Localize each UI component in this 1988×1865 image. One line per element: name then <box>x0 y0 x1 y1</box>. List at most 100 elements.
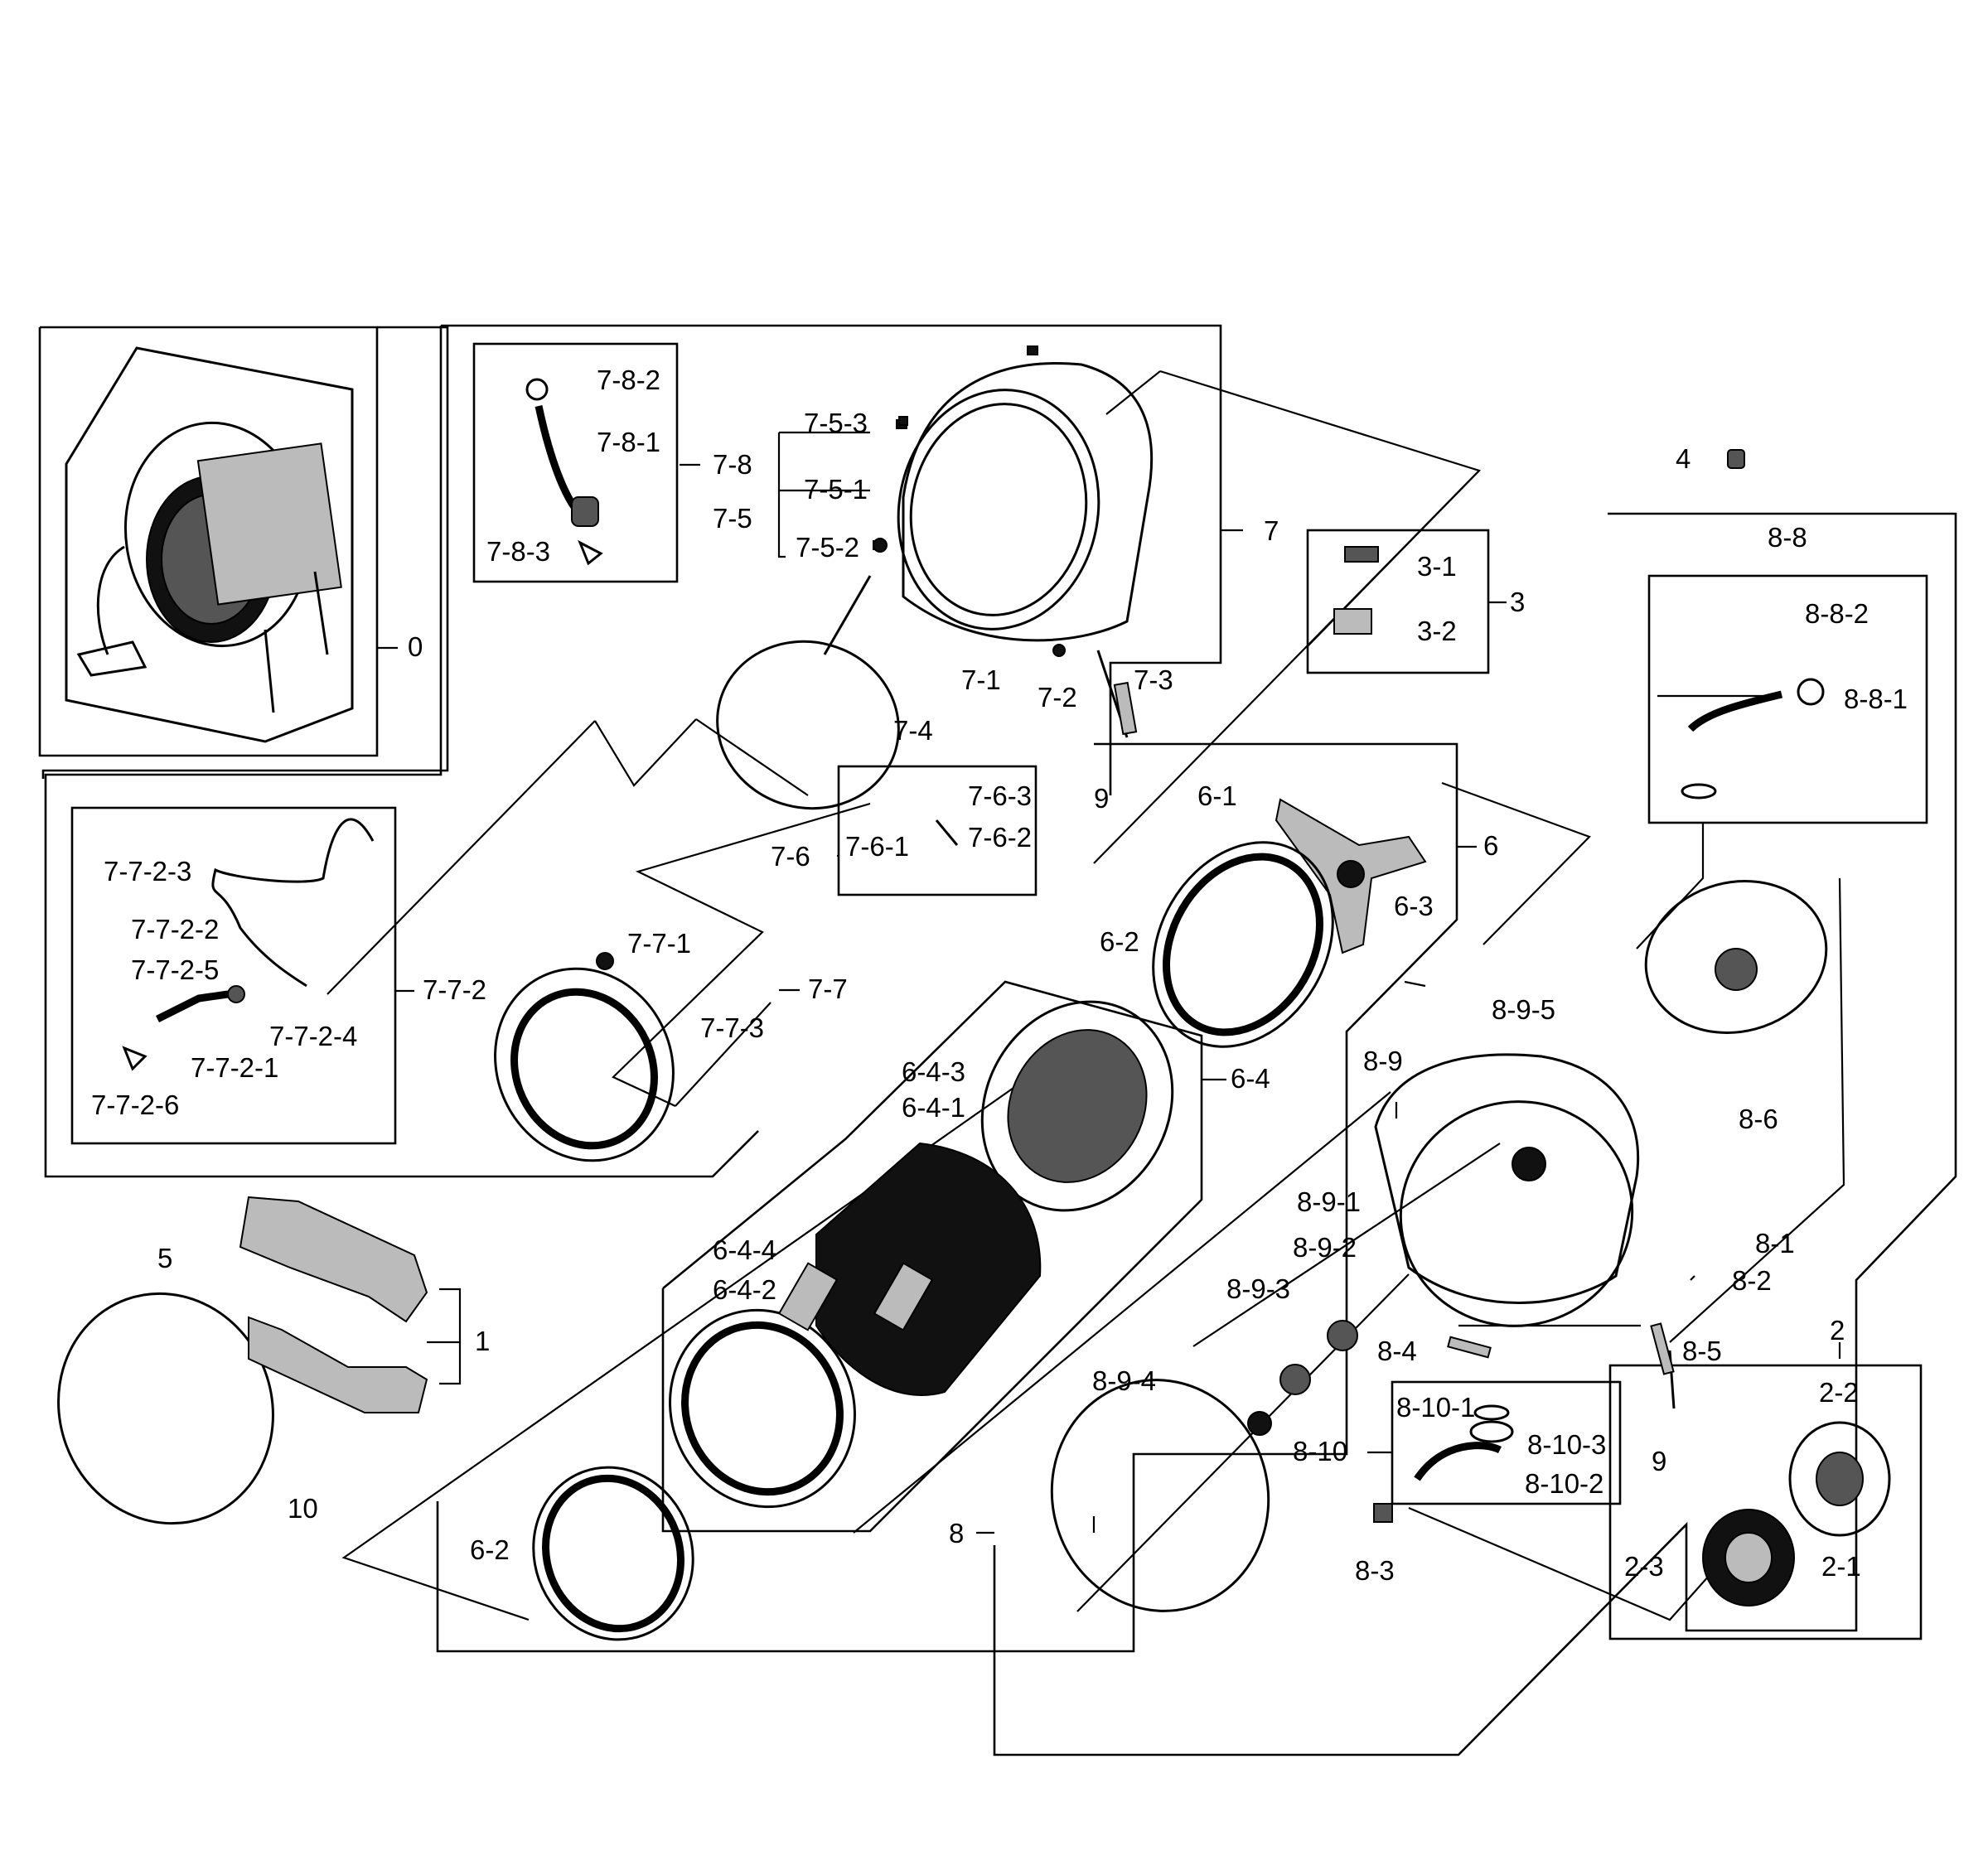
label-8-4: 8-4 <box>1377 1336 1417 1366</box>
frame-2 <box>1608 1364 1923 1640</box>
frame-0 <box>38 326 379 757</box>
label-8-2: 8-2 <box>1732 1265 1772 1296</box>
tub-gaskets-illustration <box>532 841 1334 1641</box>
label-6-4-3: 6-4-3 <box>902 1056 965 1087</box>
hose-8-10-illustration <box>1414 1404 1514 1481</box>
spider-illustration <box>1275 798 1427 954</box>
label-2-3: 2-3 <box>1624 1551 1664 1582</box>
label-6: 6 <box>1483 830 1498 861</box>
label-7-5-2: 7-5-2 <box>796 532 859 563</box>
label-7-8-1: 7-8-1 <box>597 427 660 457</box>
leader-lines <box>377 431 1841 1534</box>
label-8-8-2: 8-8-2 <box>1805 598 1869 629</box>
frame-6 <box>436 742 1458 1653</box>
label-7-4: 7-4 <box>893 715 933 746</box>
tub-assembly-illustration <box>65 346 354 743</box>
frame-7-7-2 <box>70 806 397 1145</box>
gasket-7-4 <box>716 640 900 810</box>
label-8: 8 <box>949 1518 964 1549</box>
group-frames <box>38 324 1957 1756</box>
label-4: 4 <box>1676 443 1691 474</box>
label-7-6: 7-6 <box>771 841 810 872</box>
hinge-brackets-illustration <box>239 1196 428 1413</box>
label-7-8-2: 7-8-2 <box>597 365 660 395</box>
label-7-1: 7-1 <box>961 664 1001 695</box>
label-1: 1 <box>475 1326 490 1356</box>
label-8-8-1: 8-8-1 <box>1844 684 1908 714</box>
label-7-6-3: 7-6-3 <box>968 780 1032 811</box>
label-7-6-1: 7-6-1 <box>845 831 909 862</box>
label-7-8: 7-8 <box>713 449 752 480</box>
label-7-7-2-1: 7-7-2-1 <box>191 1052 278 1083</box>
label-7-8-3: 7-8-3 <box>486 536 550 567</box>
label-7-5-3: 7-5-3 <box>804 408 868 438</box>
label-7-7-2-2: 7-7-2-2 <box>131 914 219 945</box>
label-7-3: 7-3 <box>1134 664 1173 695</box>
label-7-7: 7-7 <box>808 974 848 1004</box>
label-7-5-1: 7-5-1 <box>804 474 868 505</box>
label-8-10-1: 8-10-1 <box>1396 1392 1475 1423</box>
label-7-7-2-3: 7-7-2-3 <box>104 856 191 887</box>
label-2-1: 2-1 <box>1821 1551 1861 1582</box>
label-5: 5 <box>157 1243 172 1273</box>
label-7-2: 7-2 <box>1038 682 1077 713</box>
label-2: 2 <box>1830 1315 1845 1346</box>
frame-3 <box>1306 529 1490 674</box>
frame-7-8 <box>472 342 679 583</box>
label-8-9-2: 8-9-2 <box>1293 1232 1357 1263</box>
label-9-upper: 9 <box>1094 783 1109 814</box>
frame-8 <box>993 512 1957 1756</box>
label-8-9-4: 8-9-4 <box>1092 1365 1156 1396</box>
label-7-7-2-5: 7-7-2-5 <box>131 954 219 985</box>
frame-0-outer <box>41 326 449 779</box>
frame-7-6 <box>837 765 1038 896</box>
gasket-8-9-4 <box>1050 1379 1270 1612</box>
label-8-8: 8-8 <box>1768 522 1807 553</box>
label-7-7-1: 7-7-1 <box>627 928 691 959</box>
label-3-2: 3-2 <box>1417 616 1457 646</box>
frame-8-10 <box>1391 1380 1622 1505</box>
label-6-1: 6-1 <box>1197 780 1237 811</box>
label-8-1: 8-1 <box>1755 1228 1795 1259</box>
label-6-4-4: 6-4-4 <box>713 1234 776 1265</box>
label-8-9-1: 8-9-1 <box>1297 1186 1361 1217</box>
drain-hose-illustration <box>525 378 603 566</box>
label-6-2-upper: 6-2 <box>1100 926 1139 957</box>
gaskets-illustration <box>57 640 1270 1612</box>
frame-7 <box>441 324 1222 795</box>
label-6-4-1: 6-4-1 <box>902 1092 965 1123</box>
label-7: 7 <box>1264 515 1279 546</box>
label-6-2-lower: 6-2 <box>470 1534 510 1565</box>
label-3-1: 3-1 <box>1417 551 1457 582</box>
rear-cover-illustration <box>1644 678 1828 1034</box>
label-8-5: 8-5 <box>1682 1336 1722 1366</box>
motor-illustration <box>1702 1421 1891 1607</box>
callout-labels: 0 1 2 2-1 2-2 2-3 3 3-1 3-2 4 5 6 6-1 6-… <box>91 365 1908 1586</box>
drum-back-illustration <box>669 1000 1174 1509</box>
label-8-3: 8-3 <box>1355 1555 1395 1586</box>
hardware-illustration <box>873 416 1745 1523</box>
label-6-3: 6-3 <box>1394 891 1434 921</box>
label-8-6: 8-6 <box>1739 1104 1778 1134</box>
label-8-9-5: 8-9-5 <box>1492 994 1555 1025</box>
label-7-7-2-4: 7-7-2-4 <box>269 1021 357 1051</box>
frame-6-4 <box>661 980 1203 1533</box>
frame-8-8 <box>1647 574 1928 824</box>
drum-illustration <box>777 1142 1042 1396</box>
label-6-4-2: 6-4-2 <box>713 1274 776 1305</box>
label-9-lower: 9 <box>1652 1446 1666 1476</box>
hose-7-7-2-illustration <box>122 818 614 1071</box>
label-6-4: 6-4 <box>1231 1063 1270 1094</box>
label-7-6-2: 7-6-2 <box>968 822 1032 853</box>
label-10: 10 <box>288 1493 318 1524</box>
rear-tub-illustration <box>1247 1053 1640 1436</box>
label-7-7-3: 7-7-3 <box>700 1012 764 1043</box>
label-8-10-3: 8-10-3 <box>1527 1429 1606 1460</box>
gasket-10 <box>57 1292 274 1525</box>
label-8-9-3: 8-9-3 <box>1226 1273 1290 1304</box>
label-2-2: 2-2 <box>1819 1377 1859 1408</box>
label-3: 3 <box>1510 587 1525 617</box>
label-7-7-2: 7-7-2 <box>423 974 486 1005</box>
frame-7-left <box>44 326 759 1178</box>
